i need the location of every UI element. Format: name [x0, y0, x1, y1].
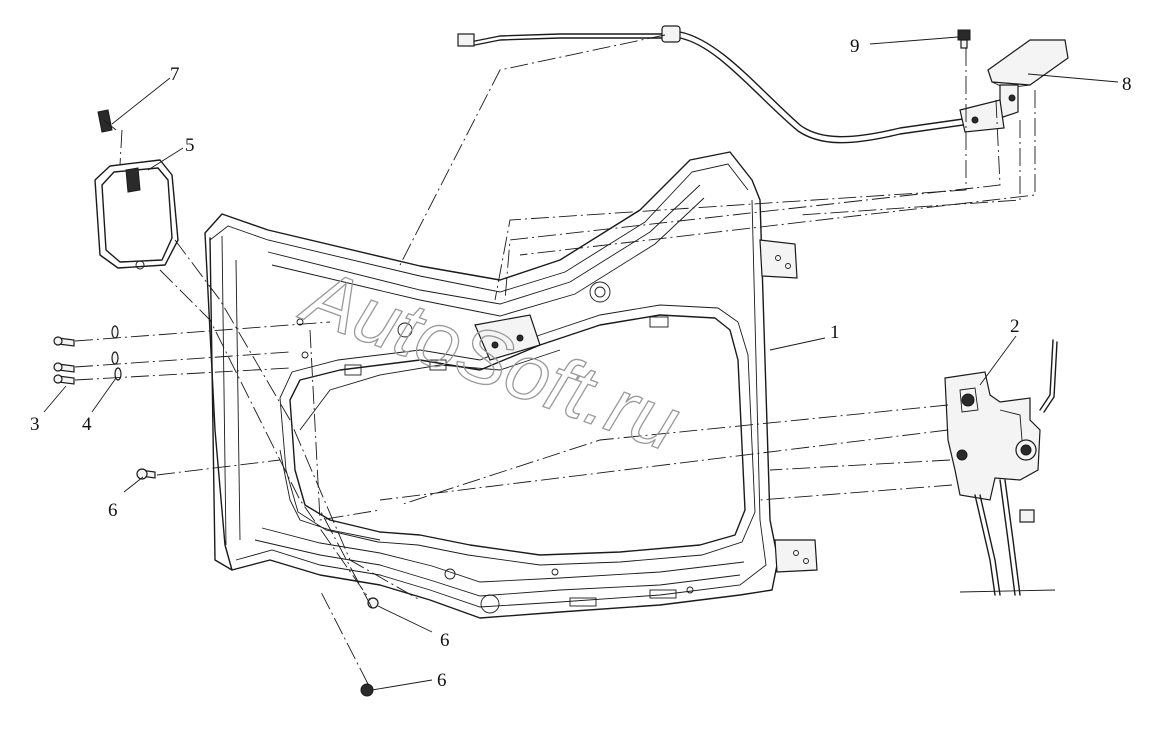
callout-7: 7	[170, 64, 180, 85]
assembly-center-lines	[74, 34, 1036, 685]
callout-9: 9	[850, 36, 860, 57]
washers-part-4	[111, 325, 122, 381]
door-handle-part-8	[959, 39, 1069, 133]
callout-4: 4	[82, 414, 92, 435]
leader-lines	[43, 36, 1119, 691]
callout-6-left: 6	[108, 500, 118, 521]
callout-1: 1	[830, 322, 840, 343]
clip-part-7	[97, 109, 117, 133]
callout-6-bottom: 6	[437, 670, 447, 691]
callout-2: 2	[1010, 316, 1020, 337]
callout-labels: 1 2 3 4 5 6 6 6 7 8 9	[30, 36, 1132, 691]
callout-3: 3	[30, 414, 40, 435]
callout-8: 8	[1122, 74, 1132, 95]
inner-handle-bezel-part-5	[94, 159, 179, 270]
door-lock-part-2	[944, 339, 1058, 596]
screws-part-3	[53, 336, 75, 385]
callout-6-middle: 6	[440, 630, 450, 651]
screw-part-9	[957, 29, 971, 49]
release-cable	[457, 25, 971, 144]
door-inner-panel	[204, 151, 818, 619]
callout-5: 5	[185, 135, 195, 156]
screws-part-6	[136, 468, 379, 697]
